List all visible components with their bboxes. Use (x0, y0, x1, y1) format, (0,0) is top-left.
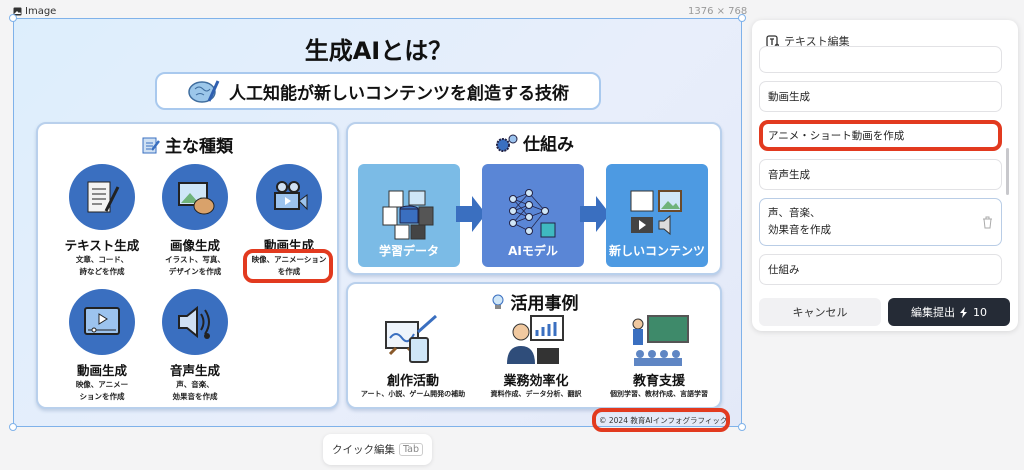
picture-palette-icon (162, 164, 228, 230)
quick-edit-button[interactable]: クイック編集 Tab (323, 434, 432, 465)
text-field[interactable]: 音声生成 (759, 159, 1002, 190)
text-field-partial[interactable] (759, 46, 1002, 73)
arrow-right-icon (580, 196, 610, 232)
brain-brush-icon (188, 80, 220, 103)
arrow-right-icon (456, 196, 486, 232)
copyright-text: © 2024 教育AIインフォグラフィック (599, 416, 728, 425)
types-card: 主な種類 テキスト生成 文章、コード、 詩などを作成 画像生成 イラスト、写真、… (36, 122, 339, 409)
text-field[interactable]: 動画生成 (759, 81, 1002, 112)
step-ai-model: AIモデル (482, 164, 584, 267)
document-quill-icon (69, 164, 135, 230)
resize-handle[interactable] (738, 423, 746, 431)
type-image-generation: 画像生成 イラスト、写真、 デザインを作成 (147, 164, 243, 278)
types-heading: 主な種類 (38, 132, 337, 157)
content-media-icon (630, 190, 682, 236)
highlight-annotation (592, 408, 730, 432)
use-cases-card: 活用事例 創作活動 アート、小説、ゲーム開発の補助 業務効率化 資料作成、データ… (346, 282, 722, 409)
infographic-title: 生成AIとは？ (304, 37, 453, 65)
image-dimensions: 1376 × 768 (688, 6, 748, 17)
businessman-chart-icon (507, 315, 564, 364)
step-new-content: 新しいコンテンツ (606, 164, 708, 267)
use-case-business: 業務効率化 資料作成、データ分析、翻訳 (473, 314, 599, 399)
canvas-label: Image (13, 6, 56, 17)
teacher-classroom-icon (632, 315, 689, 366)
text-edit-panel: テキスト編集 動画生成 アニメ・ショート動画を作成 音声生成 声、音楽、 効果音… (752, 20, 1018, 331)
data-files-icon (382, 190, 434, 240)
use-cases-heading: 活用事例 (348, 289, 720, 314)
text-field[interactable]: 仕組み (759, 254, 1002, 285)
trash-icon[interactable] (982, 216, 993, 229)
gears-icon (496, 134, 518, 152)
use-case-creative: 創作活動 アート、小説、ゲーム開発の補助 (350, 314, 476, 399)
cancel-button[interactable]: キャンセル (759, 298, 881, 326)
type-text-generation: テキスト生成 文章、コード、 詩などを作成 (54, 164, 150, 278)
neural-network-icon (509, 189, 556, 238)
scrollbar[interactable] (1006, 148, 1009, 195)
notepad-icon (142, 137, 160, 153)
image-icon (13, 7, 22, 16)
type-audio-generation: 音声生成 声、音楽、 効果音を作成 (147, 289, 243, 403)
use-case-education: 教育支援 個別学習、教材作成、言語学習 (596, 314, 722, 399)
text-field-active[interactable]: アニメ・ショート動画を作成 (759, 120, 1002, 151)
subtitle-banner: 人工知能が新しいコンテンツを創造する技術 (155, 72, 601, 110)
infographic-image[interactable]: 生成AIとは？ 人工知能が新しいコンテンツを創造する技術 主な種類 テキスト生成… (13, 18, 742, 432)
lightning-icon (960, 306, 967, 318)
mechanism-heading: 仕組み (348, 130, 720, 155)
submit-edit-button[interactable]: 編集提出 10 (888, 298, 1010, 326)
speaker-music-icon (162, 289, 228, 355)
text-area-field[interactable]: 声、音楽、 効果音を作成 (759, 198, 1002, 246)
resize-handle[interactable] (9, 423, 17, 431)
resize-handle[interactable] (9, 14, 17, 22)
video-camera-icon (256, 164, 322, 230)
shortcut-key: Tab (398, 443, 424, 456)
lightbulb-icon (492, 294, 503, 309)
highlight-annotation (243, 249, 333, 283)
easel-tablet-icon (385, 314, 437, 363)
resize-handle[interactable] (738, 14, 746, 22)
video-player-icon (69, 289, 135, 355)
step-training-data: 学習データ (358, 164, 460, 267)
type-video-generation-2: 動画生成 映像、アニメー ションを作成 (54, 289, 150, 403)
mechanism-card: 仕組み 学習データ AIモデル 新しいコンテンツ (346, 122, 722, 275)
type-video-generation: 動画生成 映像、アニメーション を作成 (241, 164, 337, 278)
